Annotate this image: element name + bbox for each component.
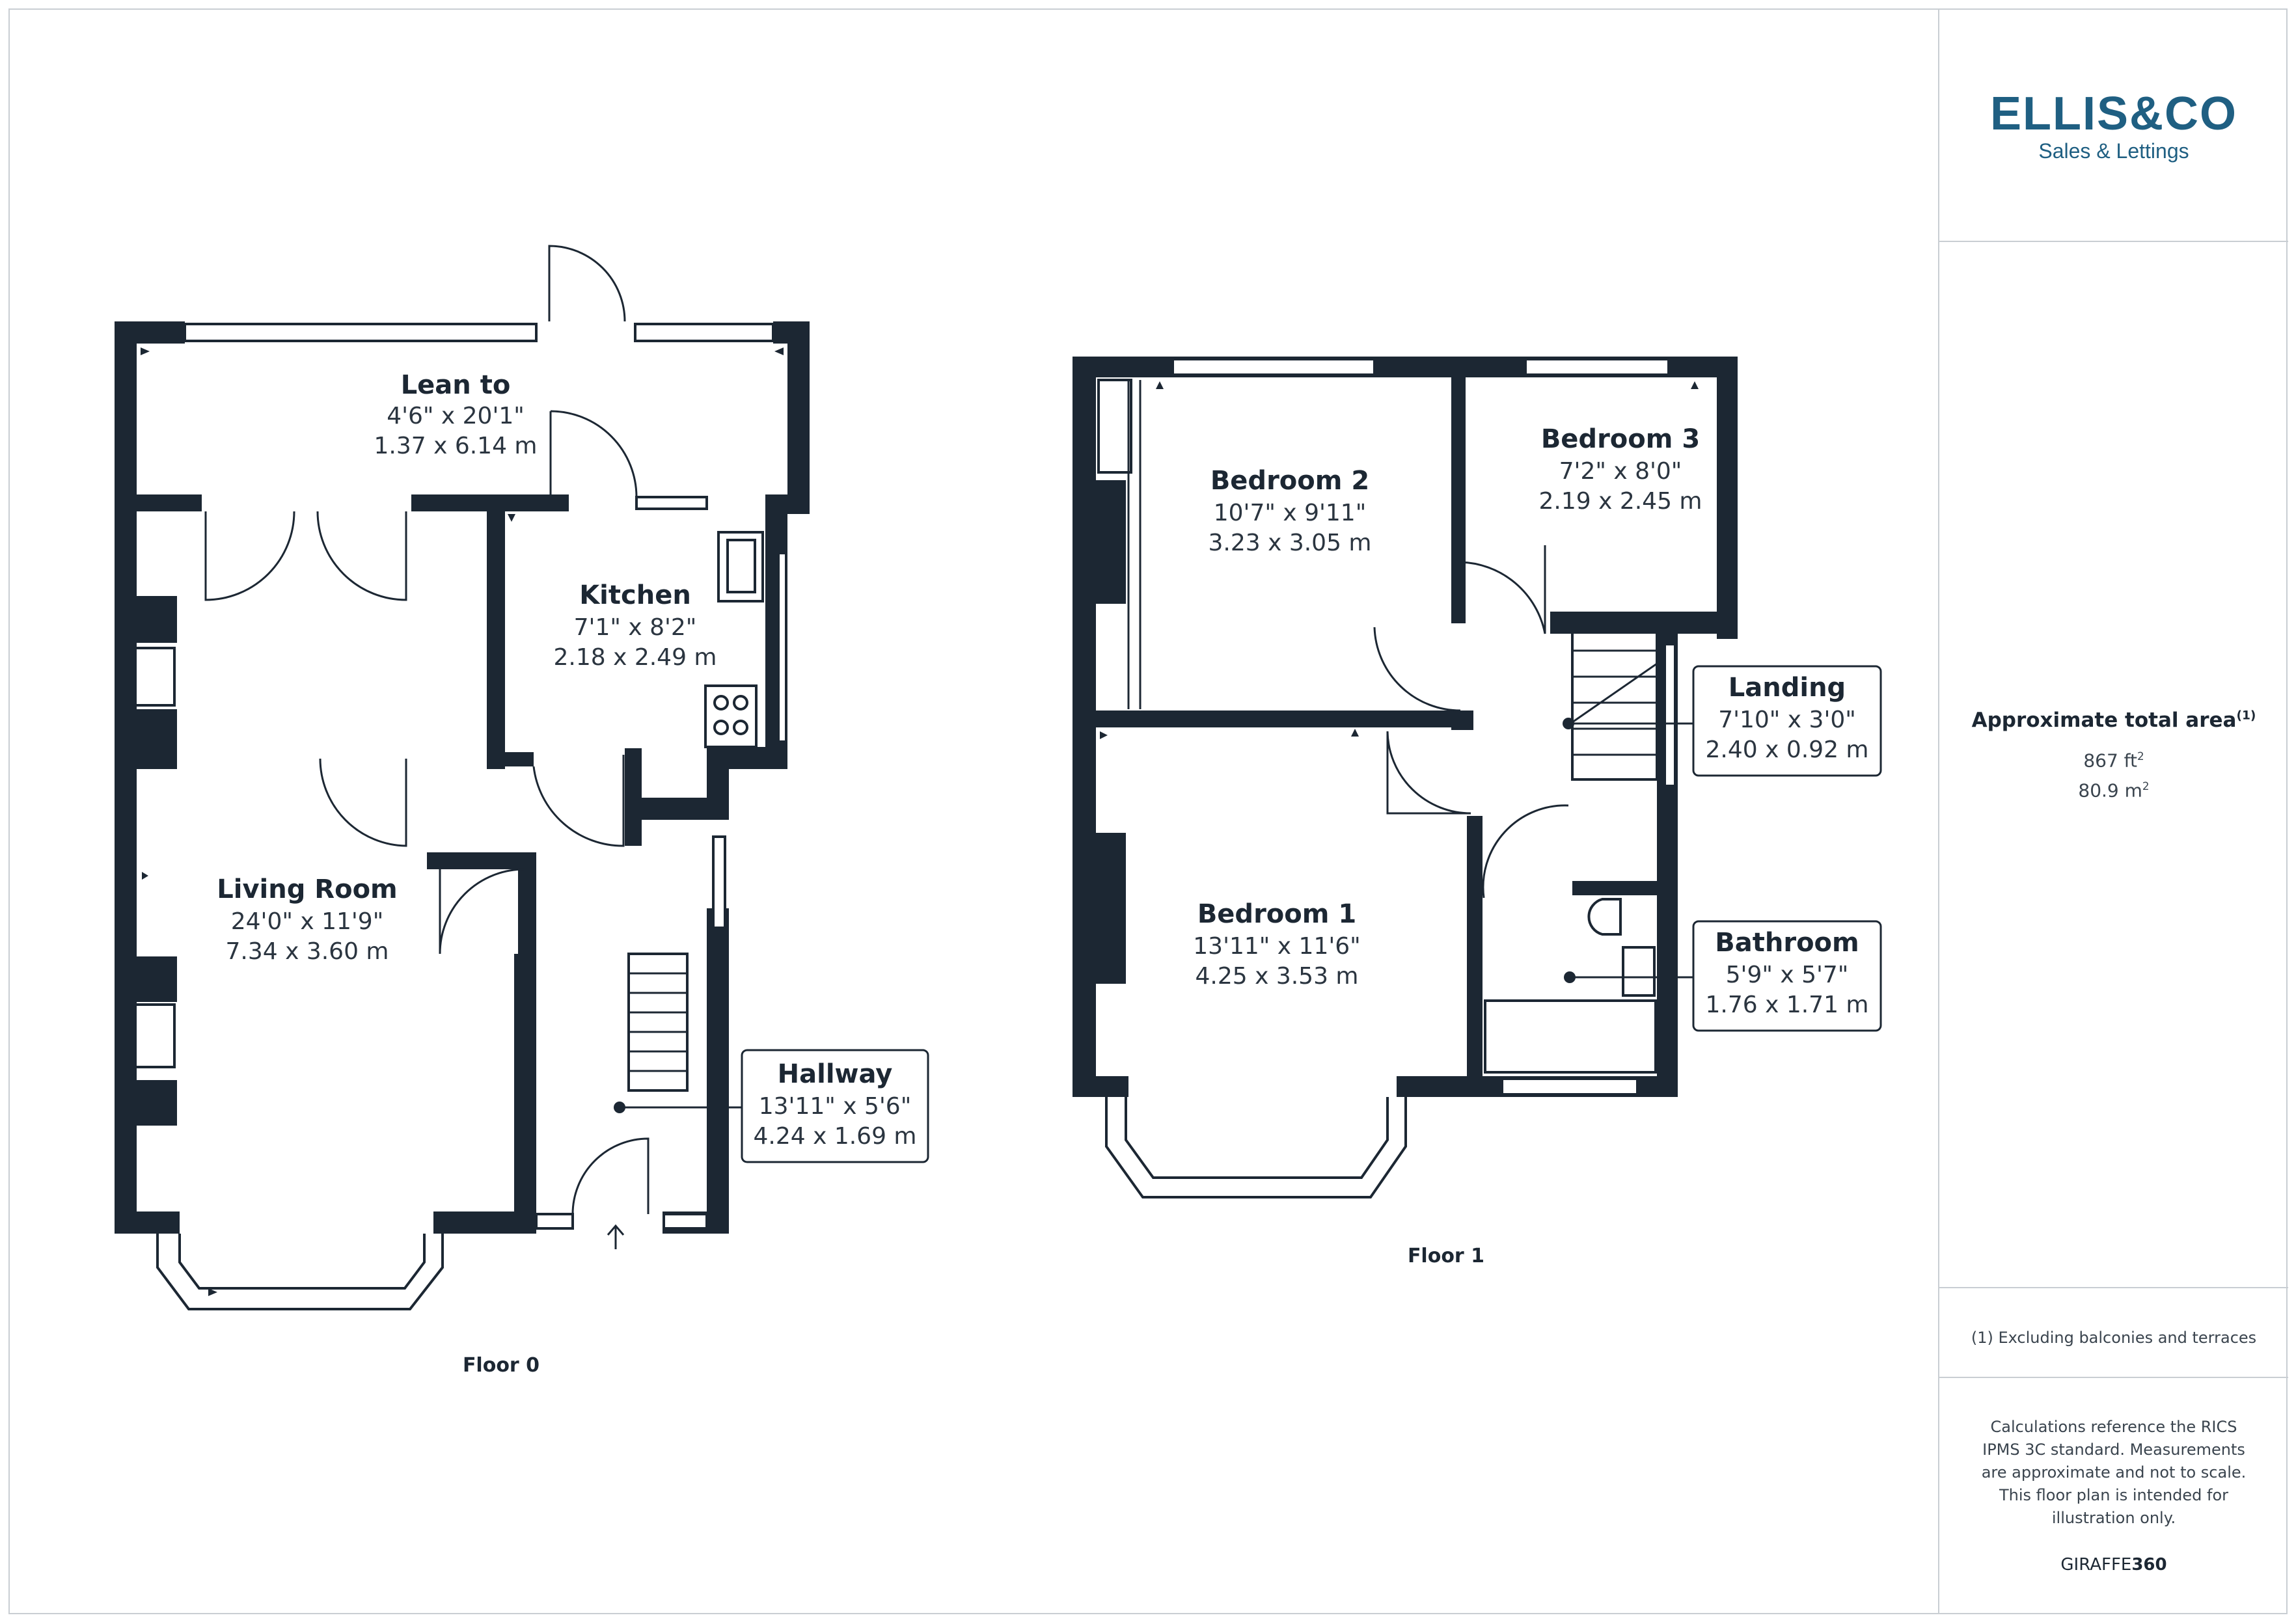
floor-1-plan	[1073, 357, 1738, 1198]
info-sidebar: ELLIS&CO Sales & Lettings Approximate to…	[1938, 9, 2288, 1614]
room-name-bedroom-1: Bedroom 1	[1197, 899, 1356, 929]
area-title-text: Approximate total area	[1971, 709, 2237, 732]
area-title-footnote-mark: (1)	[2236, 709, 2256, 723]
page-border	[8, 8, 2288, 1614]
company-logo: ELLIS&CO	[1989, 88, 2237, 140]
room-dim-metric-kitchen: 2.18 x 2.49 m	[553, 644, 717, 671]
room-dim-metric-bedroom-3: 2.19 x 2.45 m	[1538, 488, 1702, 515]
room-dim-imperial-bedroom-1: 13'11" x 11'6"	[1193, 933, 1360, 960]
room-dim-imperial-living-room: 24'0" x 11'9"	[231, 908, 384, 935]
bathroom-callout	[1692, 920, 1882, 1032]
room-dim-metric-hallway: 4.24 x 1.69 m	[753, 1123, 916, 1150]
room-name-living-room: Living Room	[217, 874, 397, 904]
floor-0-label: Floor 0	[463, 1354, 540, 1377]
room-name-lean-to: Lean to	[401, 370, 511, 400]
room-dim-imperial-bedroom-3: 7'2" x 8'0"	[1559, 458, 1682, 485]
sidebar-divider	[1939, 1287, 2288, 1288]
floor-0-plan	[115, 245, 810, 1310]
brand-text-left: GIRAFFE	[2060, 1555, 2132, 1575]
room-dim-imperial-hallway: 13'11" x 5'6"	[759, 1093, 912, 1120]
sidebar-divider	[1939, 241, 2288, 242]
hallway-callout	[741, 1049, 929, 1163]
room-dim-metric-living-room: 7.34 x 3.60 m	[225, 938, 389, 965]
room-name-bedroom-3: Bedroom 3	[1541, 424, 1700, 454]
area-sqft-superscript: 2	[2137, 750, 2144, 763]
room-name-bedroom-2: Bedroom 2	[1210, 466, 1369, 496]
landing-pointer-dot	[1563, 718, 1574, 729]
room-dim-imperial-bedroom-2: 10'7" x 9'11"	[1214, 500, 1367, 526]
room-dim-metric-bedroom-1: 4.25 x 3.53 m	[1195, 963, 1358, 990]
area-sqm-value: 80.9 m	[2078, 779, 2142, 802]
room-dim-imperial-kitchen: 7'1" x 8'2"	[574, 614, 697, 641]
room-dim-metric-bathroom: 1.76 x 1.71 m	[1705, 992, 1868, 1018]
room-dim-metric-bedroom-2: 3.23 x 3.05 m	[1208, 530, 1371, 556]
hallway-pointer-dot	[614, 1102, 625, 1113]
area-footnote: (1) Excluding balconies and terraces	[1971, 1329, 2257, 1347]
room-dim-imperial-landing: 7'10" x 3'0"	[1718, 707, 1856, 733]
room-dim-imperial-lean-to: 4'6" x 20'1"	[387, 403, 525, 429]
area-sqm: 80.9 m2	[1939, 779, 2288, 801]
room-name-landing: Landing	[1729, 673, 1846, 703]
area-sqft-value: 867 ft	[2083, 750, 2137, 772]
room-dim-imperial-bathroom: 5'9" x 5'7"	[1726, 962, 1849, 988]
brand-text-right: 360	[2131, 1555, 2167, 1575]
bathroom-pointer-dot	[1564, 971, 1576, 983]
landing-callout	[1692, 665, 1882, 777]
room-dim-metric-landing: 2.40 x 0.92 m	[1705, 737, 1868, 763]
room-name-bathroom: Bathroom	[1715, 928, 1859, 958]
sidebar-divider	[1939, 1377, 2288, 1378]
floor-1-label: Floor 1	[1408, 1245, 1484, 1267]
area-sqft: 867 ft2	[1939, 750, 2288, 771]
company-tagline: Sales & Lettings	[2038, 139, 2189, 163]
area-sqm-superscript: 2	[2142, 779, 2150, 792]
room-dim-metric-lean-to: 1.37 x 6.14 m	[374, 433, 537, 459]
calculation-note: Calculations reference the RICS IPMS 3C …	[1981, 1418, 2247, 1527]
giraffe360-brand: GIRAFFE360	[1939, 1555, 2288, 1575]
room-name-kitchen: Kitchen	[579, 580, 691, 610]
room-name-hallway: Hallway	[778, 1059, 893, 1089]
area-title: Approximate total area(1)	[1939, 709, 2288, 732]
